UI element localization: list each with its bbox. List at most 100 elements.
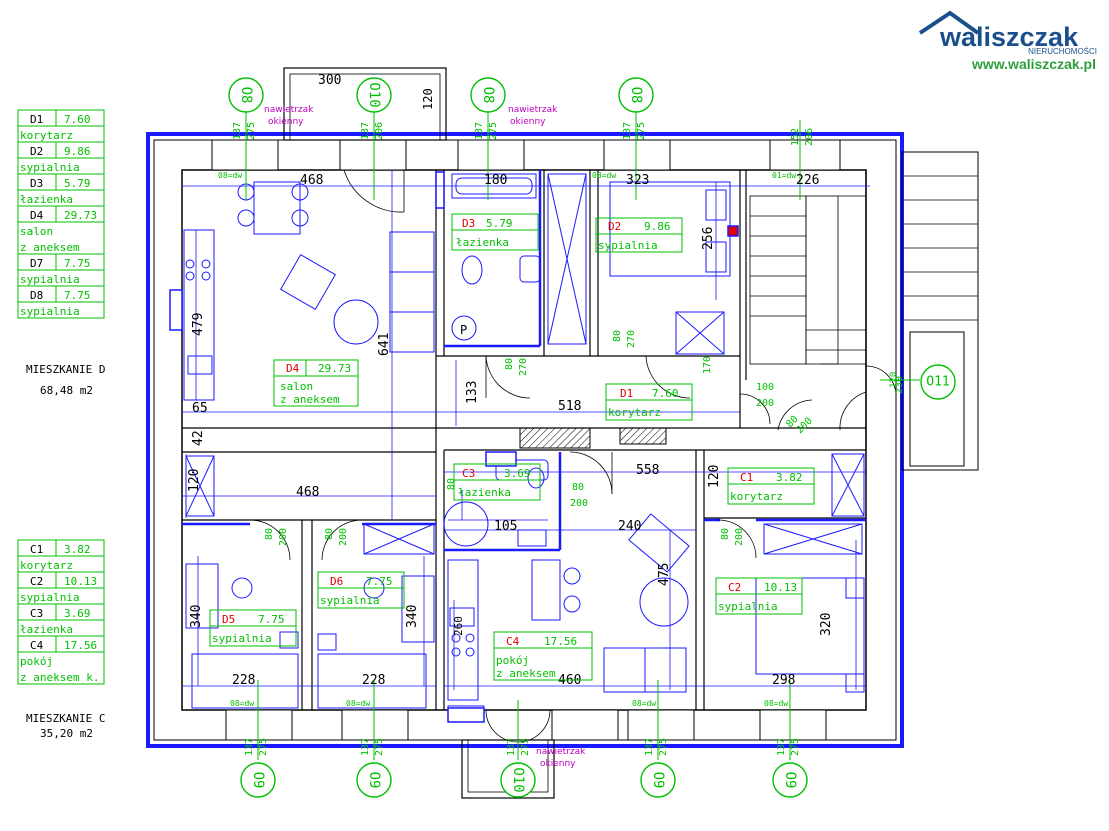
legend-name: sypialnia <box>20 305 80 318</box>
svg-text:240: 240 <box>618 519 641 534</box>
svg-text:z aneksem: z aneksem <box>496 667 556 680</box>
svg-text:152: 152 <box>790 128 801 146</box>
window-tag-label: O9 <box>366 772 382 789</box>
electrical-boxes <box>169 171 739 723</box>
svg-text:270: 270 <box>518 358 529 376</box>
window-tag-o10-2: O10 <box>500 762 536 798</box>
svg-text:200: 200 <box>756 398 774 409</box>
svg-text:C4: C4 <box>506 635 520 648</box>
vent-label-2: nawietrzak okienny <box>508 105 558 127</box>
svg-text:10.13: 10.13 <box>764 581 797 594</box>
svg-text:518: 518 <box>558 399 581 414</box>
svg-text:80: 80 <box>720 528 731 540</box>
door-dims: 80 270 80 270 170 100 200 80 200 80 200 … <box>264 330 815 546</box>
svg-text:137: 137 <box>232 122 243 140</box>
window-tag-label: O9 <box>650 772 666 789</box>
window-reference-lines <box>245 102 920 760</box>
svg-text:okienny: okienny <box>540 759 576 769</box>
window-tag-label: O10 <box>510 767 526 792</box>
legend-code: C1 <box>30 543 43 556</box>
svg-text:558: 558 <box>636 463 659 478</box>
vent-label-3: nawietrzak okienny <box>536 747 586 769</box>
room-label-c3: C3 3.69 łazienka <box>453 463 541 501</box>
svg-text:D6: D6 <box>330 575 343 588</box>
svg-text:7.75: 7.75 <box>366 575 393 588</box>
roof-icon <box>918 10 980 35</box>
svg-text:D3: D3 <box>462 217 475 230</box>
chimneys <box>519 427 667 449</box>
legend-area: 7.60 <box>64 113 91 126</box>
svg-text:275: 275 <box>246 122 257 140</box>
svg-text:korytarz: korytarz <box>608 406 661 419</box>
svg-text:80: 80 <box>612 330 623 342</box>
svg-text:7.75: 7.75 <box>258 613 285 626</box>
svg-text:137: 137 <box>244 738 255 756</box>
legend-c-total: 35,20 m2 <box>40 727 93 740</box>
window-tags: O8 O10 O8 O8 O9 O9 O10 O9 <box>228 77 956 798</box>
svg-text:200: 200 <box>278 528 289 546</box>
svg-text:29.73: 29.73 <box>318 362 351 375</box>
legend-code: C3 <box>30 607 43 620</box>
svg-text:D2: D2 <box>608 220 621 233</box>
room-label-d6: D6 7.75 sypialnia <box>317 571 405 609</box>
legend-name: korytarz <box>20 559 73 572</box>
legend-area: 29.73 <box>64 209 97 222</box>
svg-text:7.60: 7.60 <box>652 387 679 400</box>
svg-text:sypialnia: sypialnia <box>598 239 658 252</box>
vent-label-1: nawietrzak okienny <box>264 105 314 127</box>
logo-brand: waliszczak <box>939 22 1079 52</box>
outer-walls <box>146 67 979 799</box>
svg-text:340: 340 <box>405 605 420 628</box>
svg-text:228: 228 <box>232 673 255 688</box>
svg-text:298: 298 <box>772 673 795 688</box>
svg-text:01=dw: 01=dw <box>772 171 796 180</box>
svg-text:17.56: 17.56 <box>544 635 577 648</box>
svg-text:275: 275 <box>374 738 385 756</box>
dimension-grid <box>182 170 870 690</box>
legend-name: sypialnia <box>20 591 80 604</box>
window-tag-label: O11 <box>926 375 949 390</box>
svg-text:nawietrzak: nawietrzak <box>536 747 586 757</box>
svg-text:42: 42 <box>191 430 206 446</box>
svg-text:206: 206 <box>804 128 815 146</box>
legend-name2: z aneksem <box>20 241 80 254</box>
window-tag-label: O8 <box>238 87 254 104</box>
svg-text:275: 275 <box>636 122 647 140</box>
legend-name: pokój <box>20 655 53 668</box>
svg-text:133: 133 <box>465 381 480 404</box>
svg-text:65: 65 <box>192 401 208 416</box>
room-label-d5: D5 7.75 sypialnia <box>209 609 297 647</box>
svg-text:137: 137 <box>622 122 633 140</box>
svg-text:okienny: okienny <box>268 117 304 127</box>
window-tag-label: O8 <box>628 87 644 104</box>
svg-text:80: 80 <box>264 528 275 540</box>
svg-text:D4: D4 <box>286 362 300 375</box>
svg-text:08=dw: 08=dw <box>230 699 254 708</box>
window-tag-o10-1: O10 <box>356 77 392 113</box>
svg-text:137: 137 <box>360 738 371 756</box>
svg-text:230: 230 <box>894 376 905 394</box>
legend-area: 5.79 <box>64 177 91 190</box>
svg-text:5.79: 5.79 <box>486 217 513 230</box>
legend-area: 7.75 <box>64 289 91 302</box>
svg-text:170: 170 <box>702 356 713 374</box>
svg-text:nawietrzak: nawietrzak <box>508 105 558 115</box>
furniture <box>183 173 865 721</box>
legend-name: sypialnia <box>20 161 80 174</box>
logo-url: www.waliszczak.pl <box>971 56 1096 72</box>
window-tag-o9-3: O9 <box>640 762 676 798</box>
svg-text:200: 200 <box>570 498 588 509</box>
window-tag-label: O8 <box>480 87 496 104</box>
svg-text:08=dw: 08=dw <box>764 699 788 708</box>
legend-d-title: MIESZKANIE D <box>26 363 105 376</box>
legend-name: salon <box>20 225 53 238</box>
legend-area: 3.82 <box>64 543 91 556</box>
svg-text:80: 80 <box>446 478 457 490</box>
